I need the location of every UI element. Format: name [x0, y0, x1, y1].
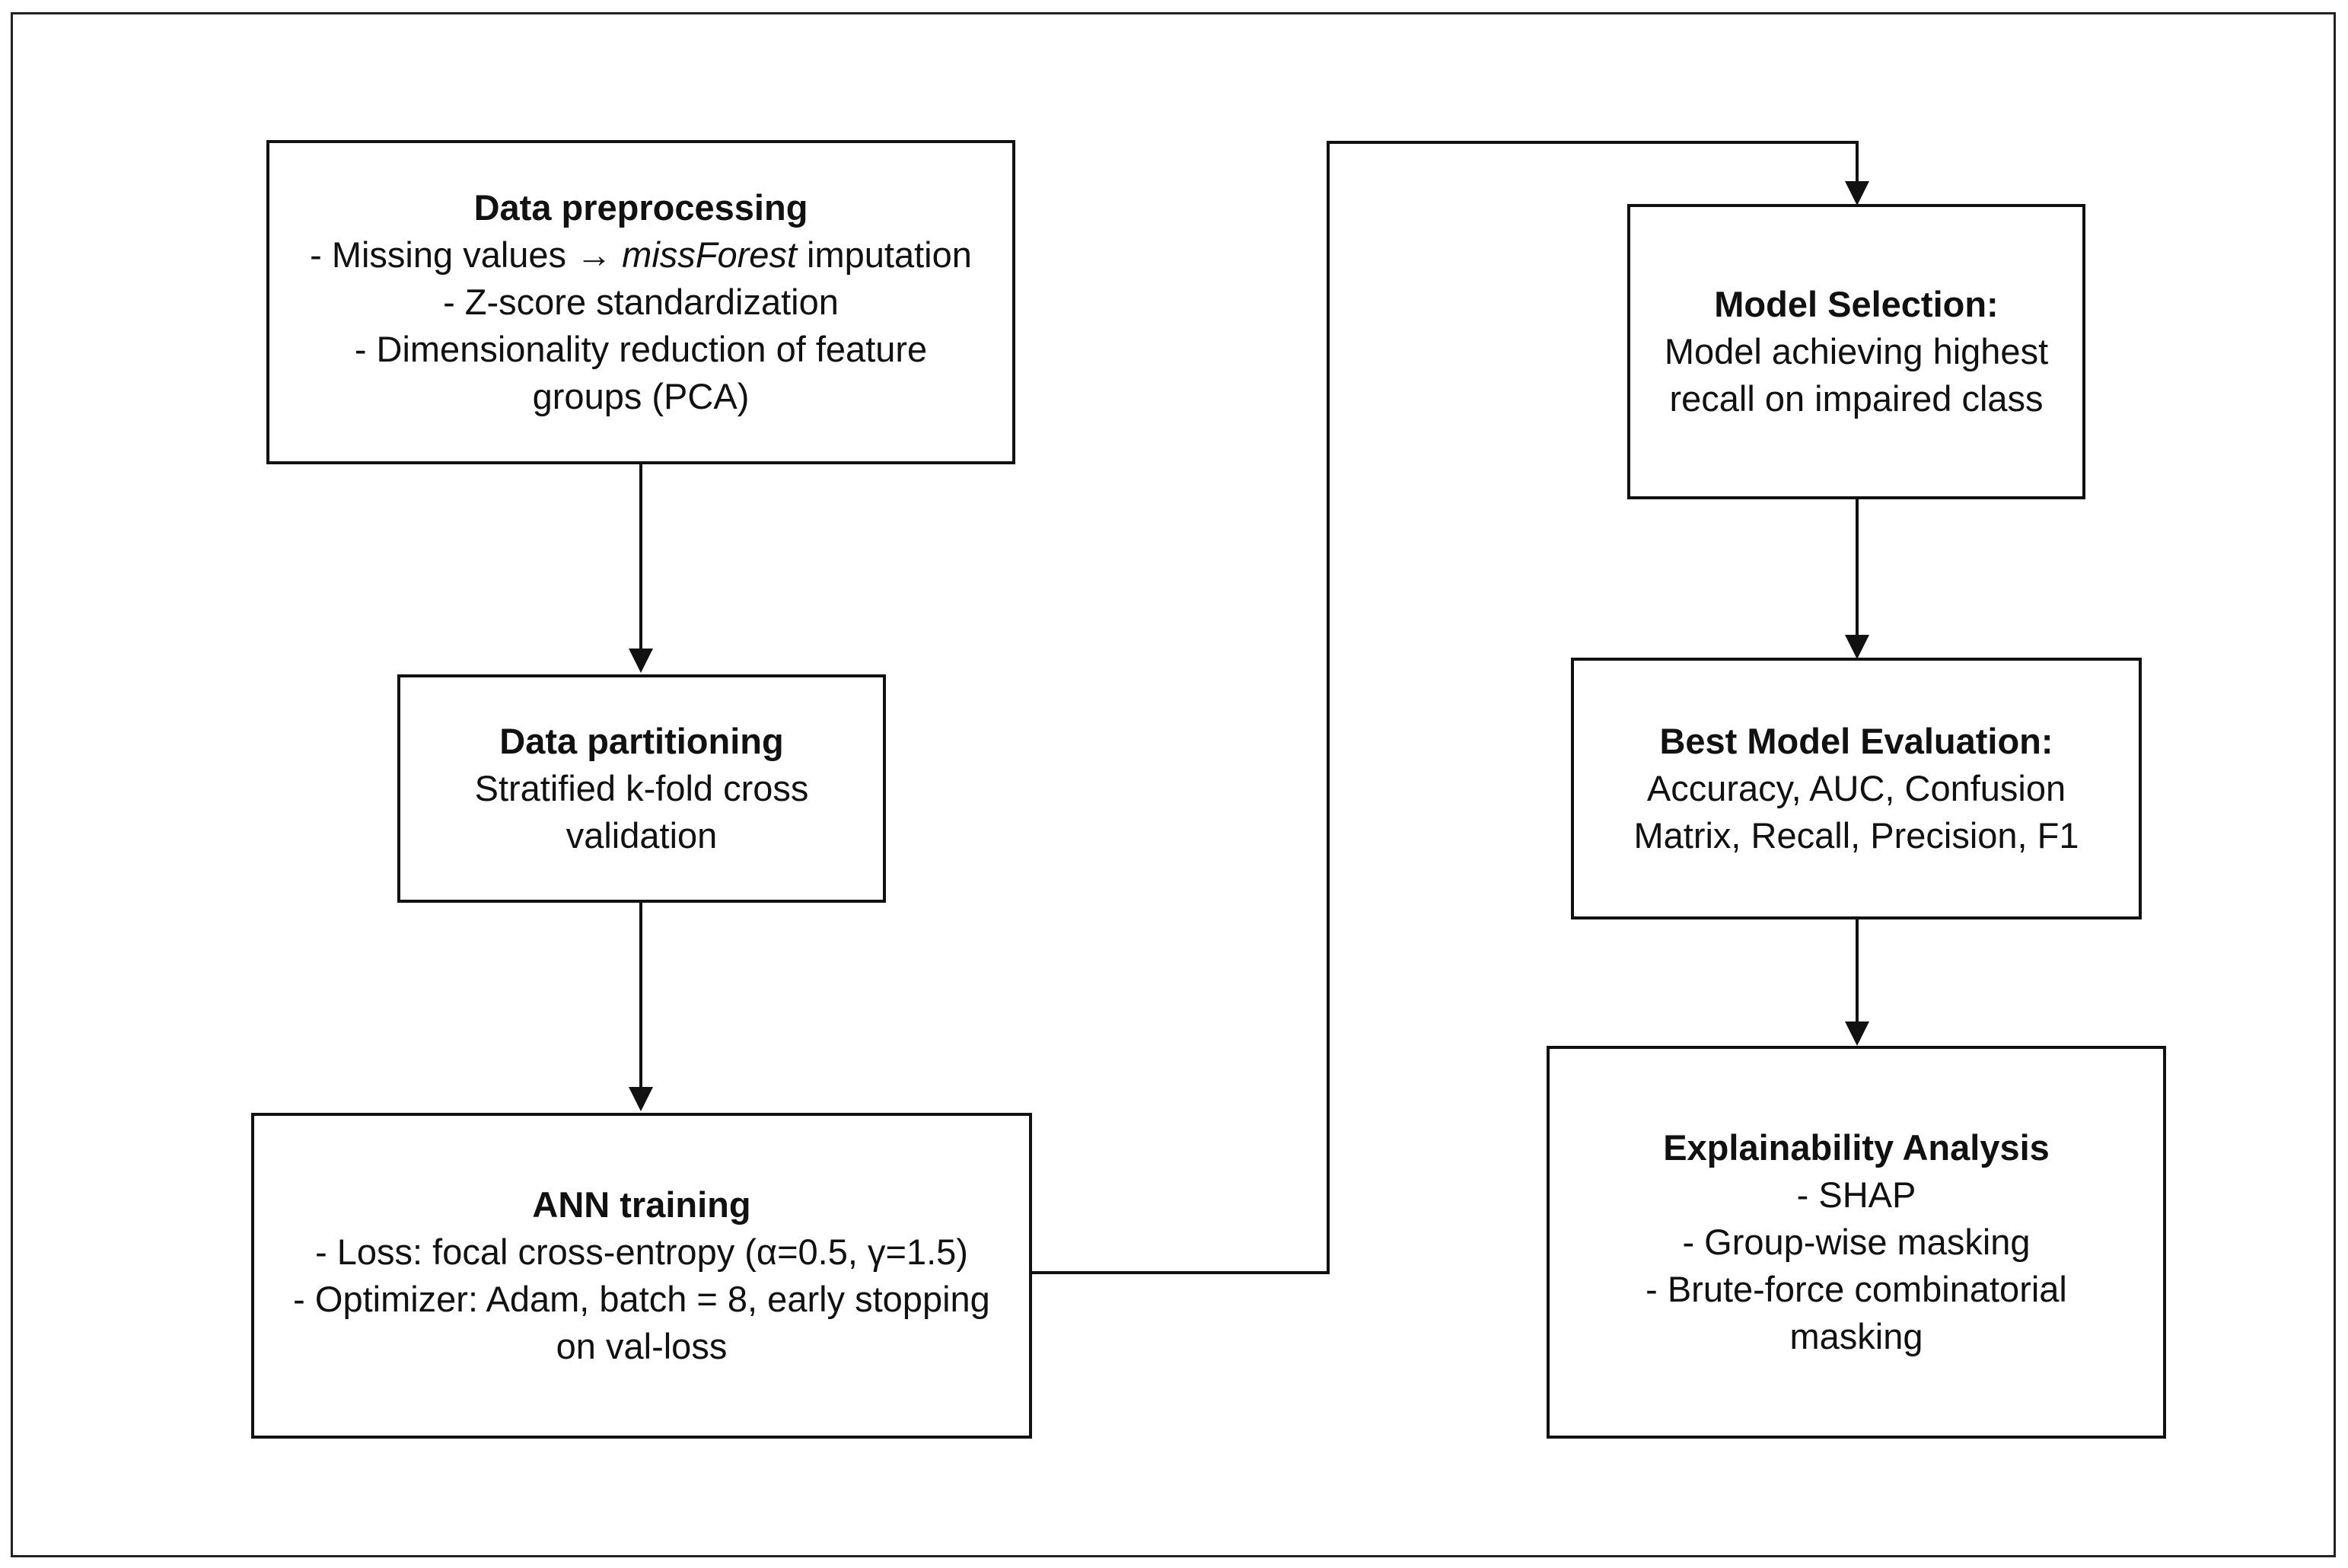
arrow-training-to-selection — [1030, 141, 1859, 1274]
arrowhead-explainability — [1845, 1021, 1869, 1046]
model-selection-line-2: recall on impaired class — [1669, 378, 2044, 419]
missforest-term: missForest — [622, 234, 797, 275]
line-prefix: - Missing values → — [310, 234, 623, 275]
diagram-frame — [11, 12, 2336, 1557]
best-model-evaluation-line-2: Matrix, Recall, Precision, F1 — [1633, 815, 2079, 856]
ann-training-line-1: - Loss: focal cross-entropy (α=0.5, γ=1.… — [315, 1232, 968, 1272]
arrowhead-partitioning — [629, 649, 653, 673]
arrowhead-training — [629, 1087, 653, 1111]
data-preprocessing-title: Data preprocessing — [473, 187, 808, 228]
model-selection-line-1: Model achieving highest — [1664, 331, 2049, 371]
data-partitioning-line-1: Stratified k-fold cross — [474, 768, 809, 808]
ann-training-box: ANN training - Loss: focal cross-entropy… — [251, 1113, 1032, 1439]
line-suffix: imputation — [796, 234, 972, 275]
data-preprocessing-line-2: - Z-score standardization — [443, 282, 839, 322]
explainability-analysis-line-2: - Group-wise masking — [1682, 1222, 2031, 1262]
data-partitioning-box: Data partitioning Stratified k-fold cros… — [397, 674, 886, 903]
explainability-analysis-box: Explainability Analysis - SHAP - Group-w… — [1547, 1046, 2166, 1439]
explainability-analysis-line-1: - SHAP — [1796, 1174, 1916, 1215]
ann-training-line-2: - Optimizer: Adam, batch = 8, early stop… — [293, 1279, 990, 1319]
explainability-analysis-title: Explainability Analysis — [1663, 1127, 2050, 1168]
arrowhead-evaluation — [1845, 635, 1869, 659]
explainability-analysis-line-3: - Brute-force combinatorial — [1646, 1269, 2067, 1309]
data-preprocessing-line-1: - Missing values → missForest imputation — [310, 231, 972, 279]
best-model-evaluation-line-1: Accuracy, AUC, Confusion — [1646, 768, 2066, 808]
best-model-evaluation-box: Best Model Evaluation: Accuracy, AUC, Co… — [1571, 658, 2142, 919]
explainability-analysis-line-4: masking — [1789, 1316, 1923, 1356]
data-preprocessing-line-3: - Dimensionality reduction of feature — [354, 329, 928, 369]
best-model-evaluation-title: Best Model Evaluation: — [1659, 721, 2053, 761]
ann-training-line-3: on val-loss — [556, 1326, 728, 1366]
arrowhead-selection — [1845, 181, 1869, 206]
data-partitioning-line-2: validation — [565, 815, 718, 856]
model-selection-title: Model Selection: — [1714, 284, 1999, 324]
data-preprocessing-line-4: groups (PCA) — [532, 376, 750, 416]
data-preprocessing-box: Data preprocessing - Missing values → mi… — [266, 140, 1015, 464]
data-partitioning-title: Data partitioning — [499, 721, 784, 761]
model-selection-box: Model Selection: Model achieving highest… — [1627, 204, 2085, 499]
ann-training-title: ANN training — [532, 1184, 751, 1225]
